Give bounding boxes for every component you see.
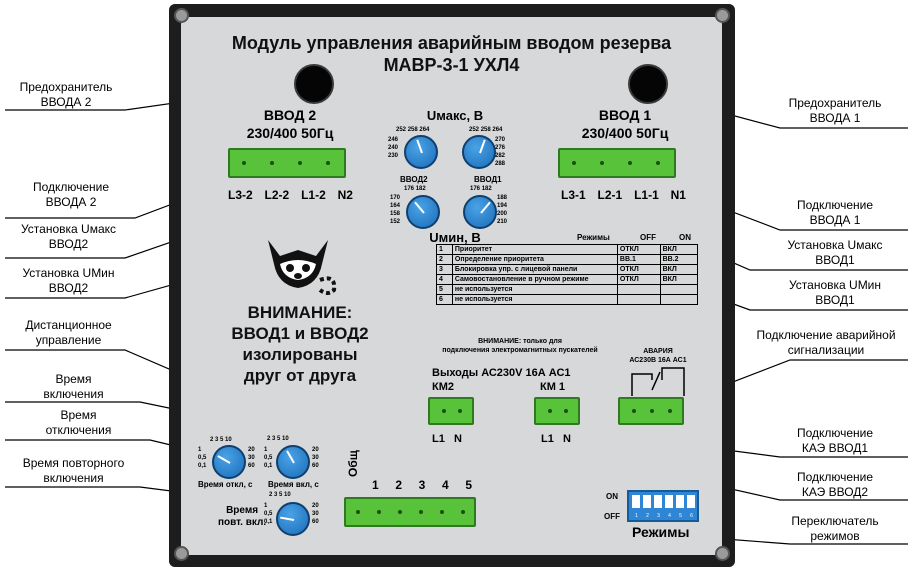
callout-fuse1: Предохранитель ВВОДА 1 <box>788 96 882 125</box>
screw-icon <box>174 8 189 23</box>
callout-conn2: Подключение ВВОДА 2 <box>32 180 110 209</box>
alarm-label: АВАРИЯ АС230В 16А АС1 <box>629 348 687 364</box>
callout-time-on: Время включения <box>43 372 104 401</box>
umax2-scale-top: 252 258 264 <box>396 127 430 133</box>
km2-label: КМ2 <box>432 381 454 393</box>
relay-contact-icon <box>631 367 685 396</box>
umin2-small-label: ВВОД2 <box>400 175 428 184</box>
umin2-knob[interactable] <box>406 195 440 229</box>
umax2-knob[interactable] <box>404 135 438 169</box>
vvod2-title: ВВОД 2 <box>263 107 317 123</box>
umax1-knob[interactable] <box>462 135 496 169</box>
callout-umin1: Установка UМин ВВОД1 <box>788 278 882 307</box>
callout-fuse2: Предохранитель ВВОДА 2 <box>19 80 113 109</box>
screw-icon <box>174 546 189 561</box>
callout-umin2: Установка UМин ВВОД2 <box>22 266 115 295</box>
umax-label: Uмакс, В <box>426 108 484 123</box>
outputs-label: Выходы АС230V 16А АС1 <box>432 367 571 379</box>
callout-umax1: Установка Uмакс ВВОД1 <box>787 238 883 267</box>
remote-terminal-block[interactable] <box>344 497 476 527</box>
modes-off-header: OFF <box>640 233 656 242</box>
fuse2-holder <box>294 64 334 104</box>
time-on-scale: 2 3 5 10 <box>267 436 289 442</box>
vvod1-spec: 230/400 50Гц <box>581 125 669 141</box>
callout-alarm: Подключение аварийной сигнализации <box>756 328 896 357</box>
vvod2-terminal-block[interactable] <box>228 148 346 178</box>
remote-common-label: Общ <box>346 450 360 477</box>
km2-terminal-block[interactable] <box>428 397 474 425</box>
modes-label: Режимы <box>632 524 690 540</box>
km1-terminal-labels: L1 N <box>541 433 571 445</box>
callout-time-re: Время повторного включения <box>22 456 125 485</box>
time-off-label: Время откл, с <box>198 480 253 489</box>
umax1-scale-top: 252 258 264 <box>469 127 503 133</box>
time-on-knob[interactable] <box>276 445 310 479</box>
km1-terminal-block[interactable] <box>534 397 580 425</box>
umin1-scale-top: 176 182 <box>470 186 492 192</box>
callout-umax2: Установка Uмакс ВВОД2 <box>20 222 117 251</box>
umin-label: Uмин, В <box>429 230 481 245</box>
umin1-knob[interactable] <box>463 195 497 229</box>
panel-title: Модуль управления аварийным вводом резер… <box>231 33 672 53</box>
callout-modes-switch: Переключатель режимов <box>791 514 879 543</box>
time-on-label: Время вкл, с <box>268 480 319 489</box>
vvod1-terminal-block[interactable] <box>558 148 676 178</box>
dip-on-label: ON <box>606 492 618 501</box>
umin2-scale-top: 176 182 <box>404 186 426 192</box>
dip-off-label: OFF <box>604 512 620 521</box>
isolation-warning: ВНИМАНИЕ: ВВОД1 и ВВОД2 изолированы друг… <box>231 303 369 385</box>
modes-on-header: ON <box>679 233 691 242</box>
raccoon-logo-icon <box>268 240 337 295</box>
callout-kae2: Подключение КАЭ ВВОД2 <box>796 470 874 499</box>
screw-icon <box>715 8 730 23</box>
modes-header: Режимы <box>577 233 610 242</box>
umin1-small-label: ВВОД1 <box>474 175 502 184</box>
vvod2-spec: 230/400 50Гц <box>246 125 334 141</box>
callout-time-off: Время отключения <box>45 408 112 437</box>
vvod1-title: ВВОД 1 <box>598 107 652 123</box>
panel-model: МАВР-3-1 УХЛ4 <box>383 55 520 75</box>
callout-conn1: Подключение ВВОДА 1 <box>796 198 874 227</box>
outputs-note: ВНИМАНИЕ: только для подключения электро… <box>442 338 598 354</box>
alarm-terminal-block[interactable] <box>618 397 684 425</box>
screw-icon <box>715 546 730 561</box>
km1-label: КМ 1 <box>540 381 566 393</box>
fuse1-holder <box>628 64 668 104</box>
callout-kae1: Подключение КАЭ ВВОД1 <box>796 426 874 455</box>
time-off-knob[interactable] <box>212 445 246 479</box>
km2-terminal-labels: L1 N <box>432 433 462 445</box>
time-off-scale: 2 3 5 10 <box>210 437 232 443</box>
time-re-scale: 2 3 5 10 <box>269 492 291 498</box>
callout-remote: Дистанционное управление <box>25 318 112 347</box>
time-re-knob[interactable] <box>276 502 310 536</box>
